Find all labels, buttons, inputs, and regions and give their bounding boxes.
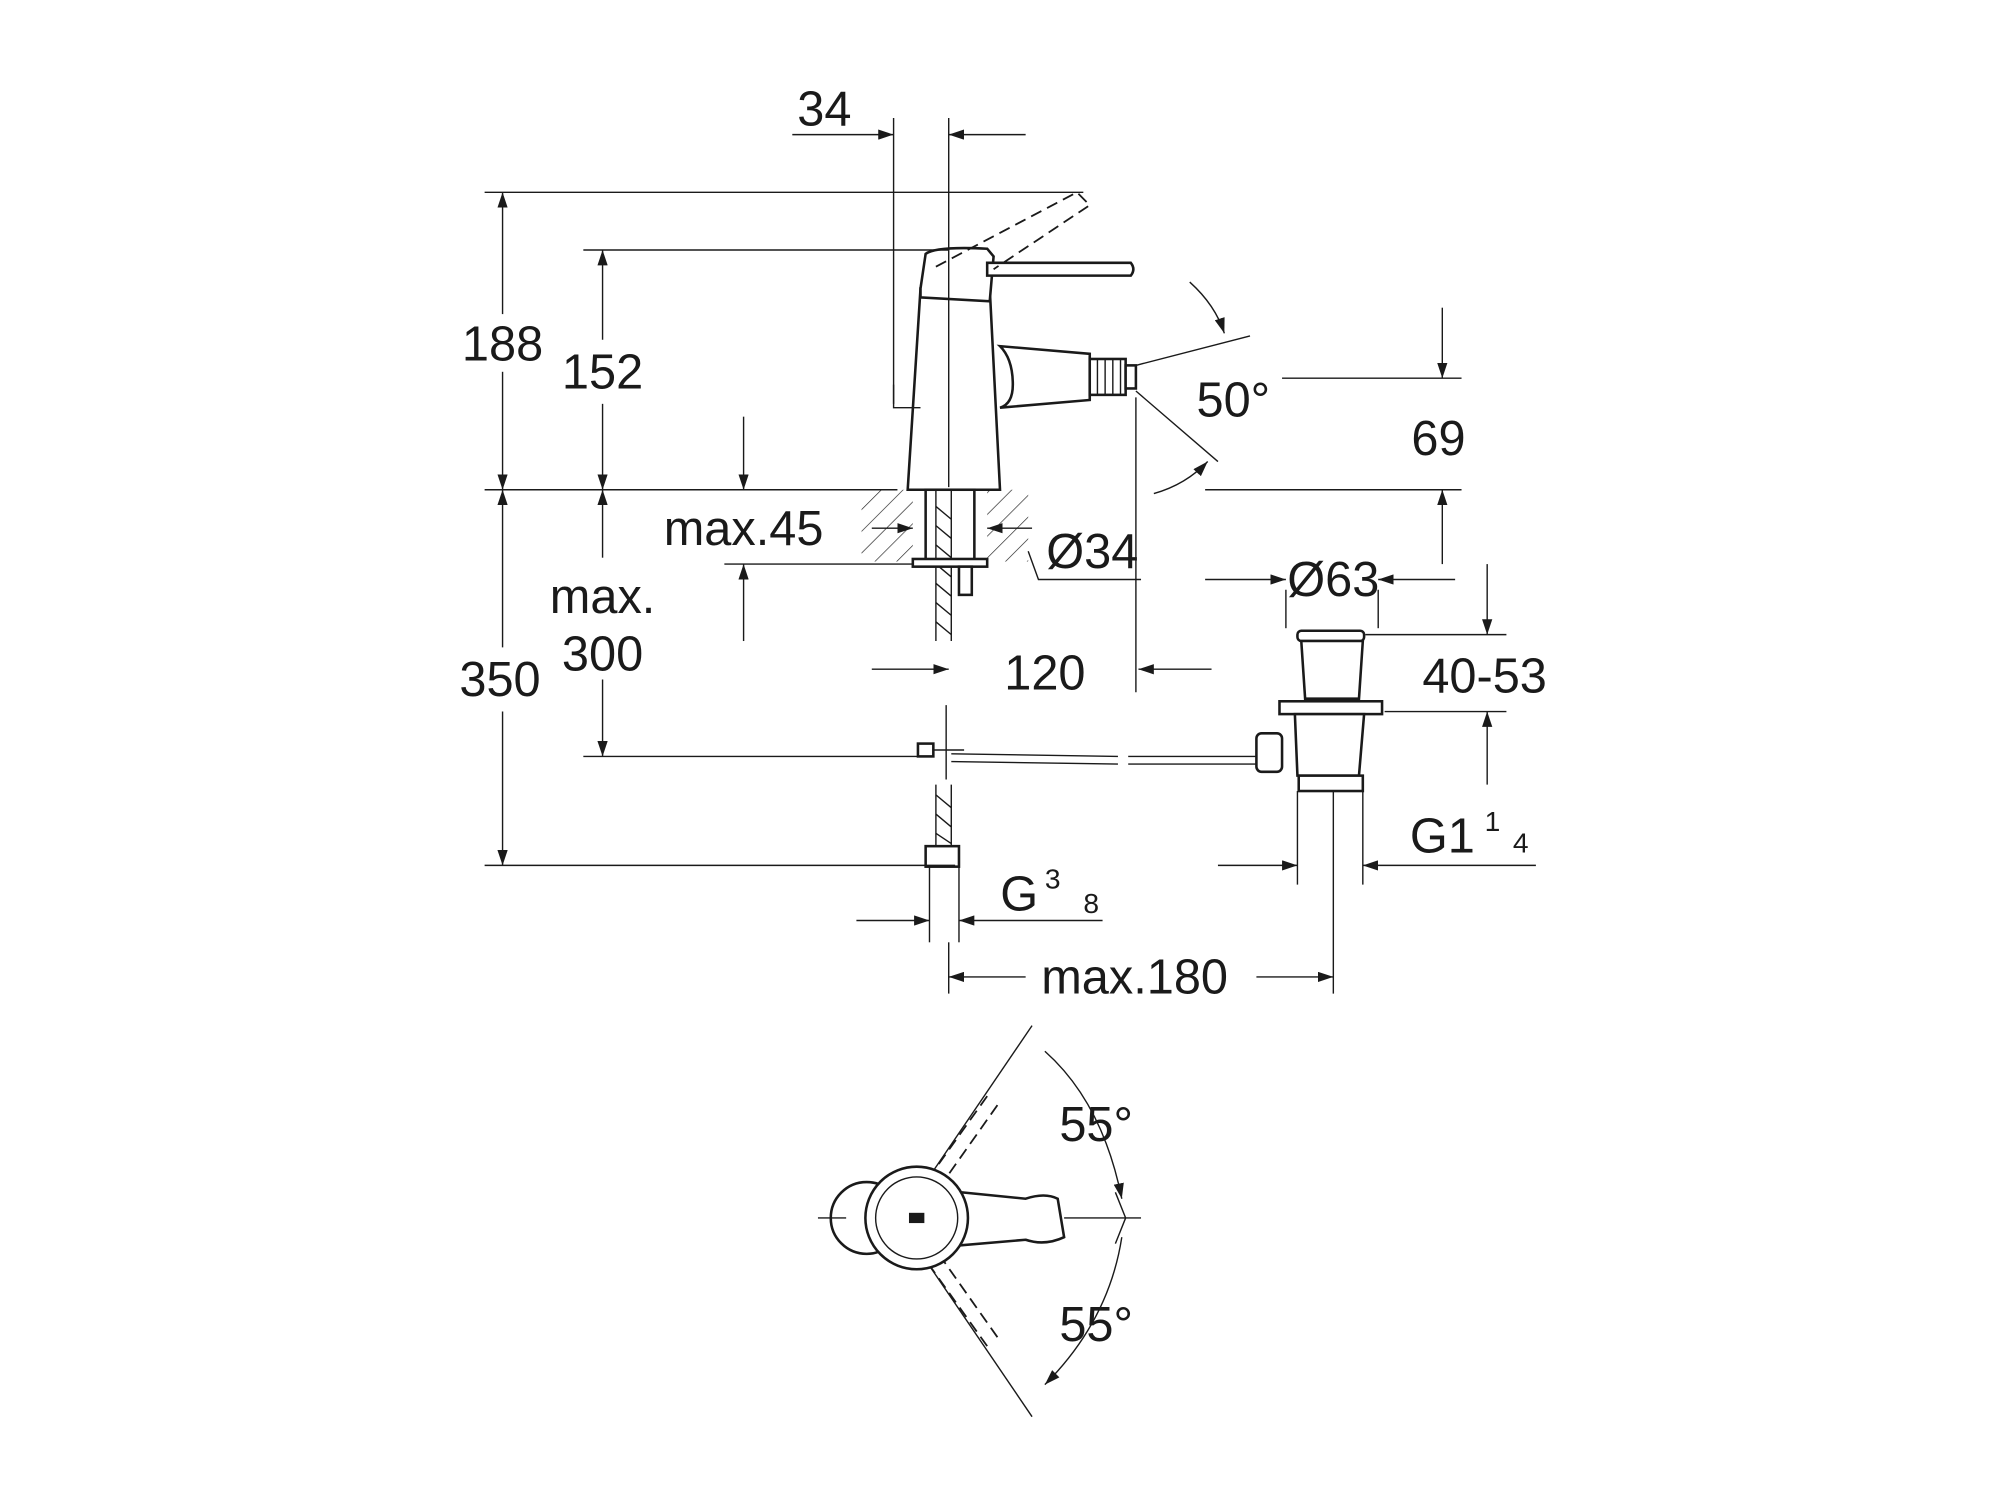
label-spout-height: 69	[1411, 412, 1465, 466]
label-supply-thread-num: 3	[1045, 862, 1061, 894]
label-max-300: 300	[562, 628, 643, 682]
faucet-top-view	[817, 1025, 1142, 1418]
label-hole-diameter: Ø34	[1046, 525, 1138, 579]
label-lever-offset: 34	[797, 83, 851, 137]
label-deck-thickness: max.45	[664, 502, 824, 556]
label-max: max.	[550, 570, 656, 624]
label-swivel-lower: 55°	[1059, 1298, 1133, 1352]
label-hose-length: 350	[459, 653, 540, 707]
label-waste-diameter: Ø63	[1287, 553, 1379, 607]
label-waste-range: 40-53	[1422, 649, 1547, 703]
label-height-body: 152	[562, 345, 643, 399]
label-supply-thread-den: 8	[1083, 887, 1099, 919]
label-waste-thread: G1	[1410, 810, 1475, 864]
label-spout-angle: 50°	[1197, 374, 1271, 428]
label-waste-thread-den: 4	[1513, 827, 1529, 859]
label-waste-thread-num: 1	[1485, 805, 1501, 837]
dimension-lines	[484, 117, 1536, 994]
label-height-total: 188	[462, 317, 543, 371]
label-swivel-upper: 55°	[1059, 1098, 1133, 1152]
dimension-labels: 34 188 152 50° 69 max.45 Ø34 max. 300 35…	[459, 83, 1547, 1352]
faucet-side-view	[861, 191, 1384, 868]
label-projection: 120	[1004, 647, 1085, 701]
label-waste-offset: max.180	[1041, 951, 1228, 1005]
label-supply-thread: G	[1000, 867, 1038, 921]
